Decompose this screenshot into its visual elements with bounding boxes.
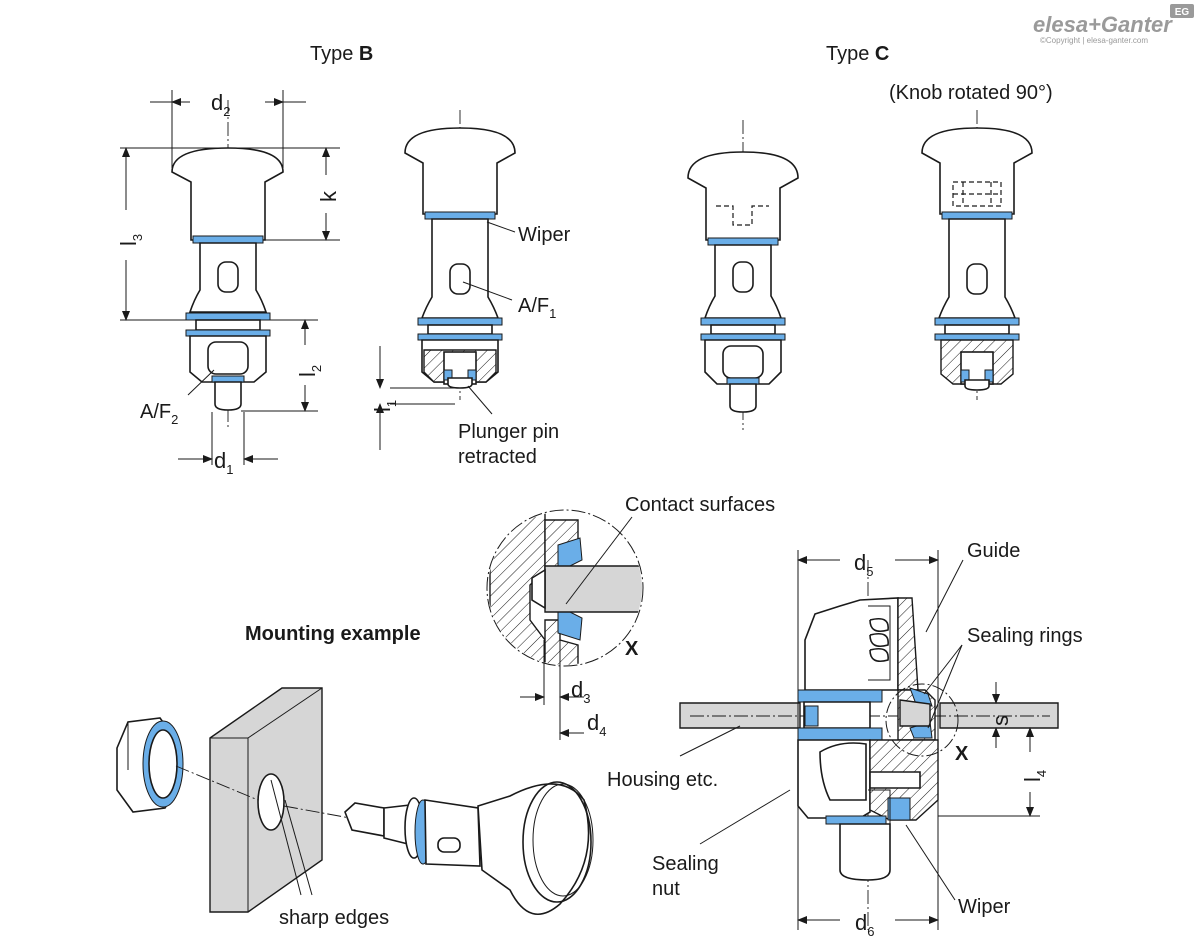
type-c-title: Type C xyxy=(826,43,889,65)
label-guide: Guide xyxy=(967,540,1020,562)
exploded-plunger-pin xyxy=(344,802,385,837)
knob xyxy=(171,147,284,241)
dim-s: s xyxy=(988,715,1013,726)
brand-logo-text: elesa+Ganter xyxy=(1033,12,1173,37)
label-x-detail: X xyxy=(625,638,639,660)
label-plunger-line1: Plunger pin xyxy=(458,421,559,443)
type-b-retracted-annotations: l1 Wiper A/F1 Plunger pin retracted xyxy=(370,221,571,468)
label-sharp-edges: sharp edges xyxy=(279,907,389,929)
mounting-example-drawing: sharp edges xyxy=(116,687,594,929)
guide-sleeve xyxy=(897,597,919,691)
label-af1: A/F1 xyxy=(518,295,556,321)
type-b-plunger-dimensioned xyxy=(171,100,284,430)
wiper-seal xyxy=(192,235,264,244)
housing-left xyxy=(679,702,801,729)
hidden-slot xyxy=(716,205,769,226)
label-housing: Housing etc. xyxy=(607,769,718,791)
knob xyxy=(404,127,516,215)
knob xyxy=(687,151,799,241)
dim-l1: l1 xyxy=(370,400,399,412)
nut-hex-face xyxy=(207,341,249,375)
label-sealing-rings: Sealing rings xyxy=(967,625,1083,647)
label-wiper-bottom: Wiper xyxy=(958,896,1011,918)
detail-lower-seal xyxy=(557,611,583,641)
plate-hole xyxy=(257,773,285,831)
plunger-pin xyxy=(214,381,242,411)
type-b-title: Type B xyxy=(310,43,373,65)
brand-logo: elesa+Ganter EG ©Copyright | elesa-gante… xyxy=(1033,4,1194,45)
plunger-pin-retracted xyxy=(447,377,473,389)
label-contact-surfaces: Contact surfaces xyxy=(625,494,775,516)
stem xyxy=(188,242,268,313)
label-sealing-nut-line2: nut xyxy=(652,878,680,900)
dim-l2: l2 xyxy=(295,365,324,377)
label-plunger-line2: retracted xyxy=(458,446,537,468)
dim-d1: d1 xyxy=(214,448,233,477)
hidden-rotated-slot xyxy=(952,181,1002,207)
nut-wiper xyxy=(211,375,245,383)
sealing-nut xyxy=(797,739,871,819)
stem xyxy=(420,218,500,319)
dim-d5: d5 xyxy=(854,550,873,579)
type-c-plunger-rotated xyxy=(921,110,1033,400)
wiper-seal xyxy=(424,211,496,220)
installation-section xyxy=(679,560,1059,930)
dim-d4: d4 xyxy=(587,710,606,739)
brand-badge-icon xyxy=(1170,4,1194,18)
slot xyxy=(217,261,239,293)
label-sealing-nut-line1: Sealing xyxy=(652,853,719,875)
thread-collar xyxy=(195,319,261,331)
detail-housing xyxy=(544,565,642,613)
mounting-example-title: Mounting example xyxy=(245,623,421,645)
installation-dimensions: d5 d6 s l4 X Guide Sealing rings Housing… xyxy=(607,540,1083,939)
dim-l4: l4 xyxy=(1020,770,1049,782)
dim-d6: d6 xyxy=(855,910,874,939)
dim-d2: d2 xyxy=(211,90,230,119)
label-af2: A/F2 xyxy=(140,401,178,427)
detail-upper-seal xyxy=(557,537,583,567)
label-x-section: X xyxy=(955,743,969,765)
plunger-pin xyxy=(839,823,891,881)
type-b-dimensions: d2 k l3 l2 d1 A/F2 xyxy=(116,90,341,477)
type-c-note: (Knob rotated 90°) xyxy=(889,82,1053,104)
label-wiper-top: Wiper xyxy=(518,224,571,246)
sealing-nut xyxy=(189,335,267,383)
brand-copyright: ©Copyright | elesa-ganter.com xyxy=(1040,36,1148,45)
lower-sealing-ring xyxy=(185,329,271,337)
upper-sealing-ring xyxy=(185,312,271,321)
type-c-plunger xyxy=(687,120,799,430)
dim-k: k xyxy=(316,190,341,202)
type-b-plunger-retracted xyxy=(404,110,516,400)
dim-d3: d3 xyxy=(571,677,590,706)
dim-l3: l3 xyxy=(116,234,145,246)
brand-badge-text: EG xyxy=(1175,7,1190,18)
